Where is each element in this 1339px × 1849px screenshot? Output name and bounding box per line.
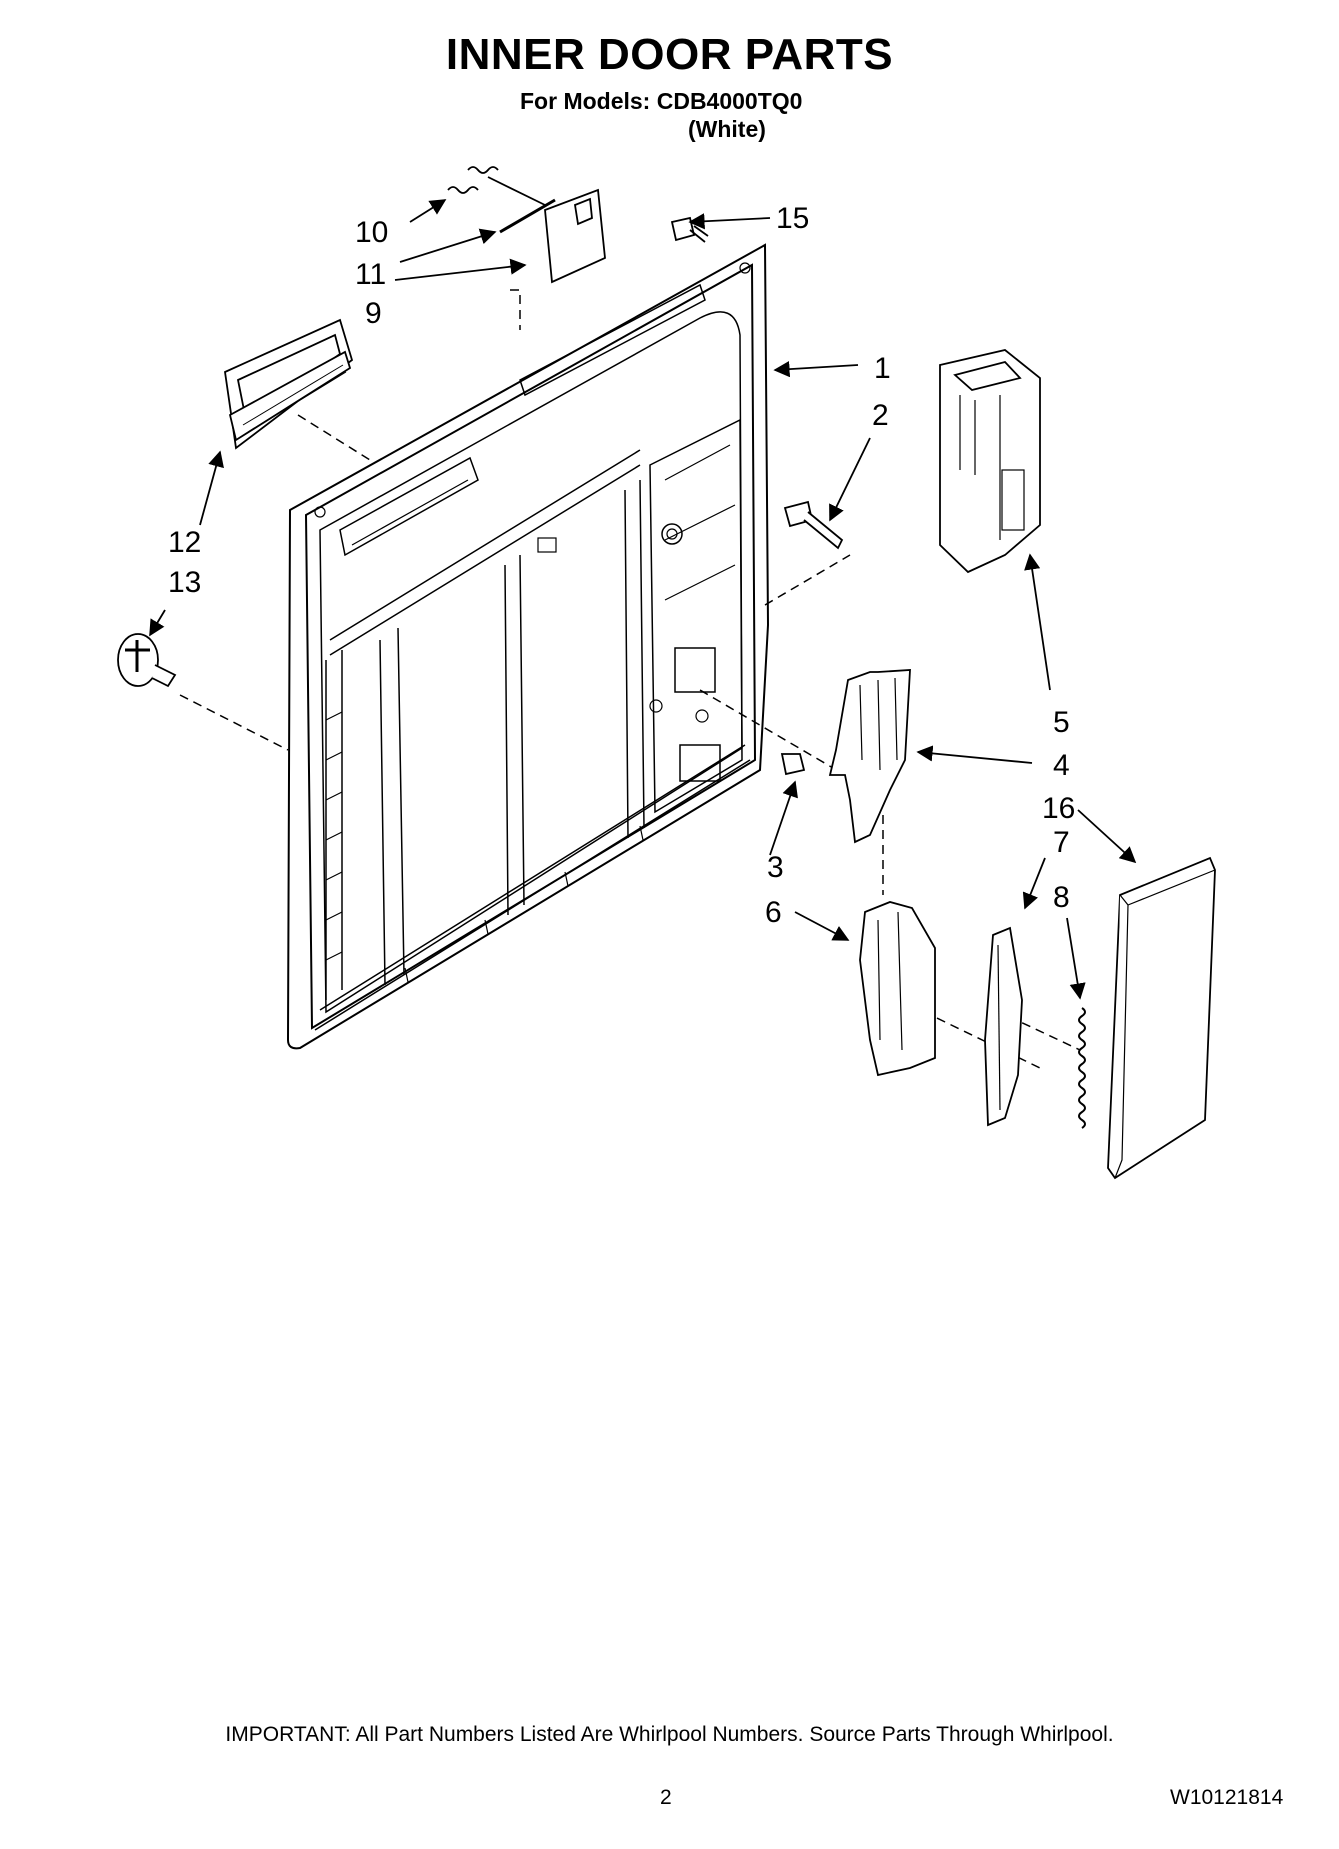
models-line: For Models: CDB4000TQ0 (520, 88, 803, 114)
part-9-latch-cover (544, 188, 606, 284)
part-6-bracket (859, 901, 936, 1077)
part-7-slide (984, 926, 1023, 1127)
part-8-spring (1078, 1007, 1086, 1129)
part-3-nut (780, 753, 806, 776)
callout-16: 16 (1042, 792, 1075, 825)
part-5-latch-housing (939, 349, 1041, 574)
part-12-door-handle (224, 318, 354, 450)
callout-12: 12 (168, 526, 201, 559)
callout-6: 6 (765, 896, 782, 929)
part-16-side-panel (1107, 856, 1216, 1180)
inner-door-panel (286, 243, 770, 1050)
callout-3: 3 (767, 851, 784, 884)
important-note: IMPORTANT: All Part Numbers Listed Are W… (225, 1723, 1114, 1746)
callout-4: 4 (1053, 749, 1070, 782)
document-number: W10121814 (1170, 1786, 1284, 1809)
page-title: INNER DOOR PARTS (445, 30, 894, 79)
callout-15: 15 (776, 202, 809, 235)
callout-arrows (149, 199, 1137, 1000)
page-number: 2 (660, 1786, 672, 1809)
callout-2: 2 (872, 399, 889, 432)
part-10-springs (447, 166, 546, 206)
callout-7: 7 (1053, 826, 1070, 859)
callout-numbers: 10 11 9 15 1 2 12 13 5 4 16 7 8 3 6 (168, 202, 1075, 929)
callout-13: 13 (168, 566, 201, 599)
part-11-pin (499, 198, 556, 234)
part-13-plug (117, 633, 177, 688)
color-variant: (White) (688, 116, 766, 142)
callout-10: 10 (355, 216, 388, 249)
callout-1: 1 (874, 352, 891, 385)
callout-9: 9 (365, 297, 382, 330)
callout-8: 8 (1053, 881, 1070, 914)
part-2-clip (783, 500, 844, 550)
callout-5: 5 (1053, 706, 1070, 739)
callout-11: 11 (355, 258, 386, 291)
part-4-latch (828, 669, 911, 844)
